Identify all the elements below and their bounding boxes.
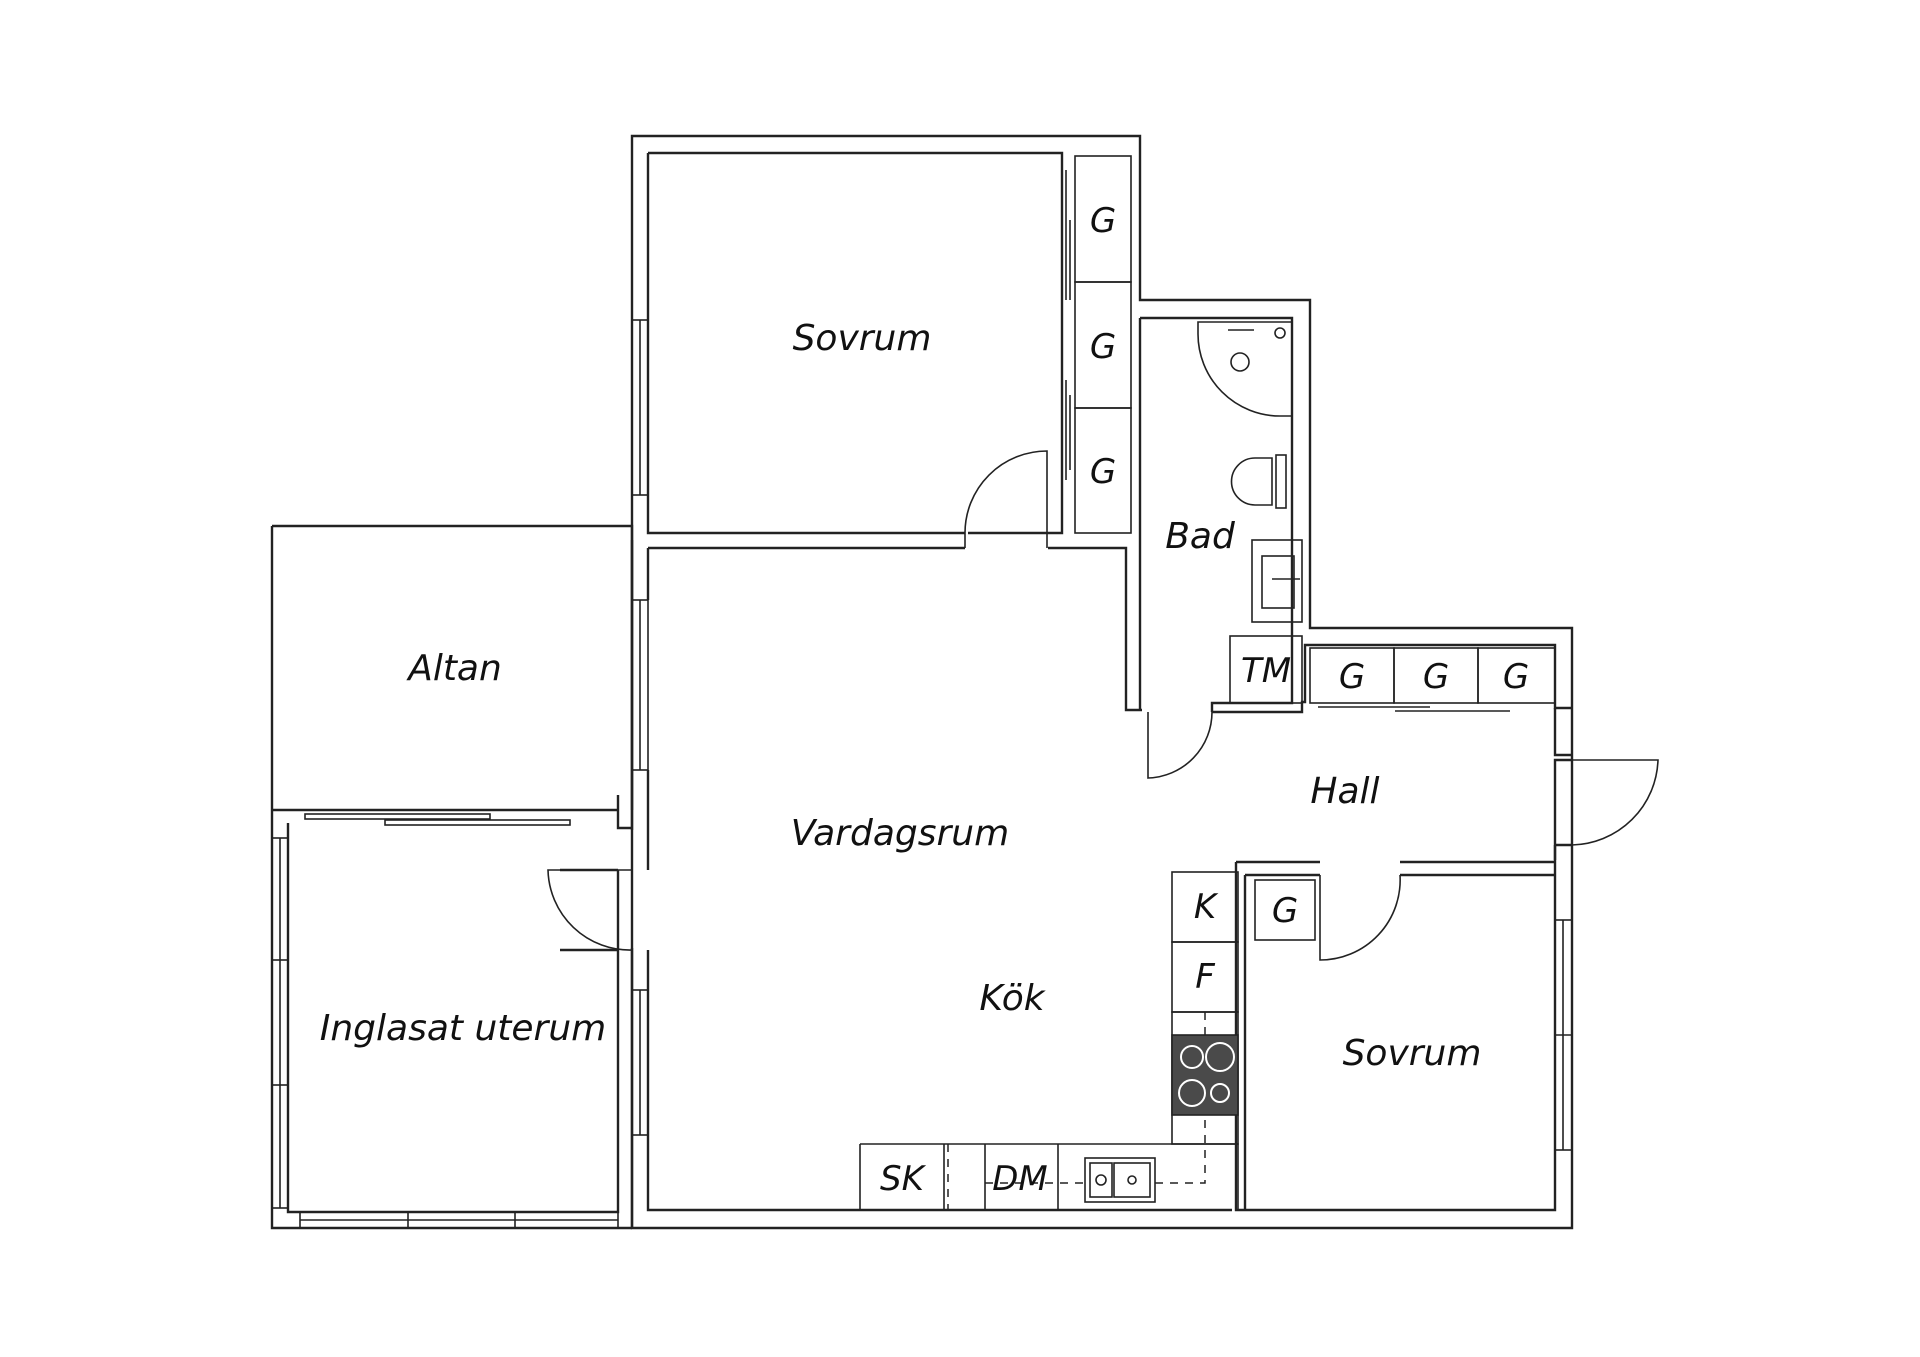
wall-entrance <box>1553 708 1572 860</box>
shower <box>1197 321 1293 417</box>
fixture-labels: G G G G G G G TM K F SK DM <box>880 201 1529 1199</box>
door-entrance <box>1571 759 1659 846</box>
sink <box>1084 1157 1156 1203</box>
label-skap: SK <box>880 1159 927 1199</box>
kitchen-fixtures <box>859 871 1239 1210</box>
label-wardrobe: G <box>1090 452 1116 492</box>
label-wardrobe: G <box>1423 657 1449 697</box>
wall-altan <box>270 524 634 1230</box>
wardrobes <box>1065 155 1556 941</box>
washing-machine <box>1229 635 1303 704</box>
sliding-door <box>384 819 571 826</box>
wardrobe <box>1074 407 1132 534</box>
label-sovrum-bottom: Sovrum <box>1343 1033 1482 1074</box>
wall-sovrum-top <box>646 151 1064 535</box>
door-uterum <box>547 869 633 951</box>
label-wardrobe: G <box>1090 327 1116 367</box>
room-labels: Sovrum Bad Altan Vardagsrum Hall Inglasa… <box>320 318 1482 1074</box>
windows <box>271 319 1573 1229</box>
wall-uterum-top <box>272 795 632 830</box>
label-kyl: K <box>1194 887 1219 927</box>
counter-bottom <box>859 1143 1239 1210</box>
wall-sovrum-vardagsrum <box>648 546 1142 712</box>
label-vardagsrum: Vardagsrum <box>791 813 1009 854</box>
label-tvattmaskin: TM <box>1241 651 1291 691</box>
wardrobe <box>1254 879 1316 941</box>
door-bad <box>1147 711 1213 779</box>
label-wardrobe: G <box>1339 657 1365 697</box>
label-wardrobe: G <box>1272 891 1298 931</box>
label-frys: F <box>1195 957 1215 997</box>
sliding-door <box>304 813 491 820</box>
door-sovrum-bottom <box>1319 874 1401 961</box>
bath-fixtures <box>1197 321 1303 704</box>
wall-kok <box>646 548 1232 1212</box>
washbasin <box>1251 539 1303 623</box>
label-bad: Bad <box>1165 516 1236 557</box>
label-diskmaskin: DM <box>992 1159 1048 1199</box>
label-altan: Altan <box>406 648 502 689</box>
doors <box>547 450 1659 961</box>
door-sovrum-top <box>964 450 1048 548</box>
wall-sovrum-bottom <box>1234 860 1557 1212</box>
label-kok: Kök <box>979 978 1046 1019</box>
toilet <box>1230 457 1273 506</box>
outer-wall <box>630 134 1574 1230</box>
label-sovrum-top: Sovrum <box>793 318 932 359</box>
counter-dashed <box>947 1012 1206 1210</box>
label-wardrobe: G <box>1090 201 1116 241</box>
label-wardrobe: G <box>1503 657 1529 697</box>
wardrobe <box>1477 647 1556 704</box>
label-inglasat-uterum: Inglasat uterum <box>320 1008 607 1049</box>
label-hall: Hall <box>1310 771 1379 812</box>
